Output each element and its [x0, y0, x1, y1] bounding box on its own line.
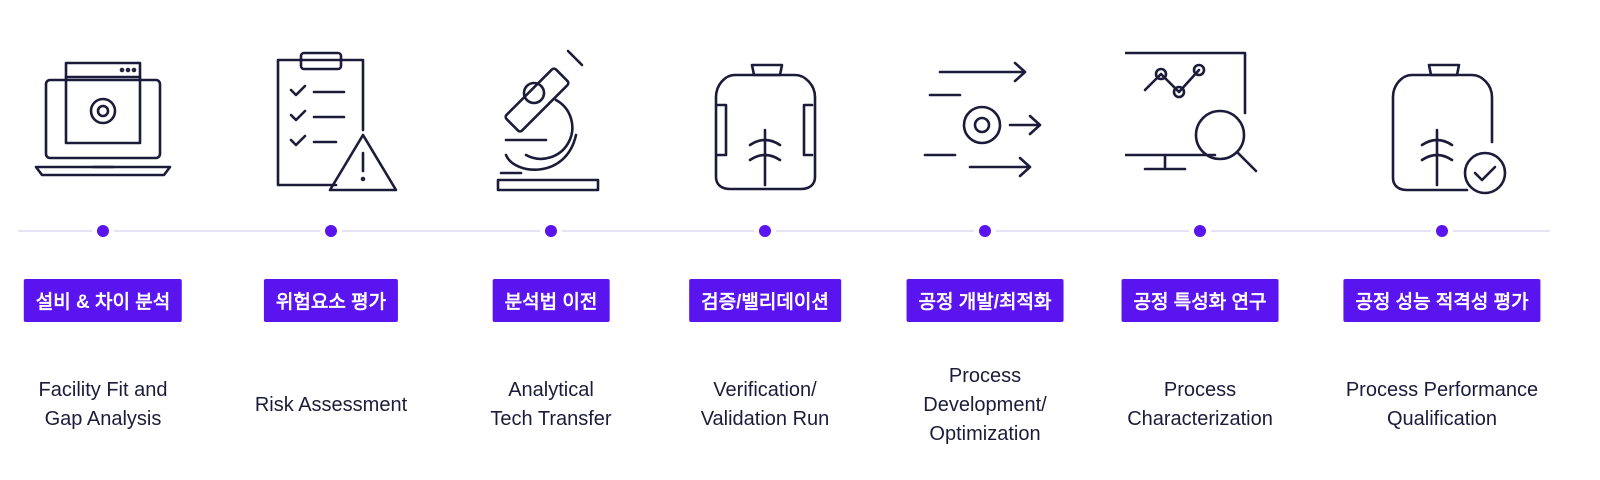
timeline-line: [18, 230, 1550, 232]
monitor-magnifier-icon: [1119, 45, 1275, 195]
step-title-en: Facility Fit and Gap Analysis: [38, 379, 168, 430]
timeline-dot: [979, 225, 991, 237]
bioreactor-check-icon: [1367, 45, 1517, 195]
step-title-en: Process Development/ Optimization: [923, 364, 1047, 445]
timeline-dot: [1436, 225, 1448, 237]
clipboard-warning-icon: [256, 45, 406, 195]
bioreactor-bag-icon: [690, 45, 840, 195]
timeline-dot: [545, 225, 557, 237]
step-title-ko: 공정 성능 적격성 평가: [1343, 279, 1541, 322]
step-title-ko: 위험요소 평가: [263, 279, 399, 322]
laptop-gear-icon: [28, 45, 178, 195]
step-risk-assessment: 위험요소 평가 Risk Assessment: [216, 0, 446, 480]
gear-arrows-icon: [910, 45, 1060, 195]
step-title-ko: 설비 & 차이 분석: [23, 279, 183, 322]
step-title-en: Process Characterization: [1127, 379, 1273, 430]
step-process-development: 공정 개발/최적화 Process Development/ Optimizat…: [870, 0, 1100, 480]
step-title-ko: 분석법 이전: [492, 279, 610, 322]
timeline-dot: [1194, 225, 1206, 237]
step-title-ko: 공정 개발/최적화: [906, 279, 1064, 322]
step-process-characterization: 공정 특성화 연구 Process Characterization: [1085, 0, 1315, 480]
microscope-icon: [476, 45, 626, 195]
timeline-dot: [759, 225, 771, 237]
step-performance-qualification: 공정 성능 적격성 평가 Process Performance Qualifi…: [1327, 0, 1557, 480]
step-title-en: Analytical Tech Transfer: [490, 379, 612, 430]
step-title-ko: 검증/밸리데이션: [689, 279, 841, 322]
timeline-dot: [97, 225, 109, 237]
step-title-en: Verification/ Validation Run: [700, 379, 830, 430]
step-analytical-transfer: 분석법 이전 Analytical Tech Transfer: [436, 0, 666, 480]
step-title-en: Risk Assessment: [254, 393, 408, 416]
step-title-ko: 공정 특성화 연구: [1121, 279, 1279, 322]
step-facility-fit: 설비 & 차이 분석 Facility Fit and Gap Analysis: [0, 0, 218, 480]
step-title-en: Process Performance Qualification: [1345, 379, 1539, 430]
step-validation-run: 검증/밸리데이션 Verification/ Validation Run: [650, 0, 880, 480]
timeline-dot: [325, 225, 337, 237]
